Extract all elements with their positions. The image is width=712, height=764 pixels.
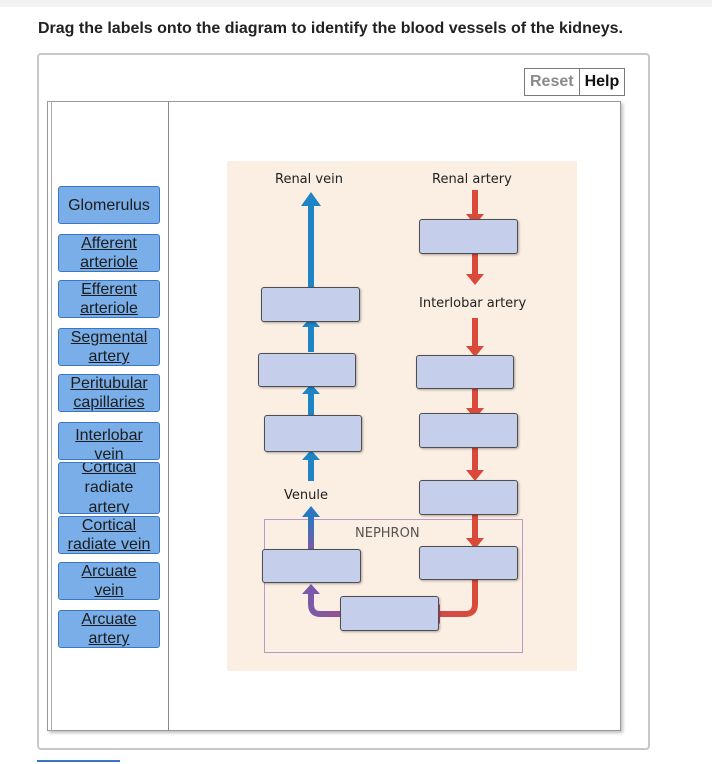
artery-segment <box>472 254 478 276</box>
label-interlobar-vein[interactable]: Interlobar vein <box>58 422 160 460</box>
drop-target-artery-3[interactable] <box>419 413 518 448</box>
label-cortical-radiate-artery[interactable]: Cortical radiate artery <box>58 462 160 514</box>
label-text: capillaries <box>73 394 145 411</box>
question-text: Drag the labels onto the diagram to iden… <box>38 20 623 37</box>
vein-segment <box>308 393 314 415</box>
toolbar: Reset Help <box>524 68 626 96</box>
nephron-text: NEPHRON <box>355 526 420 541</box>
label-text: arteriole <box>80 300 138 317</box>
label-text: artery <box>88 499 130 514</box>
artery-segment <box>472 388 478 412</box>
label-text: radiate vein <box>67 536 151 553</box>
workspace-edge <box>51 101 52 731</box>
drop-target-nephron-vein[interactable] <box>262 549 361 583</box>
drop-target-vein-2[interactable] <box>258 353 356 387</box>
label-text: arteriole <box>80 254 138 271</box>
vein-segment <box>308 459 314 481</box>
label-text: Cortical <box>81 517 137 534</box>
label-text: Peritubular <box>70 375 148 392</box>
vein-arrowhead <box>302 506 320 517</box>
label-text: Segmental <box>70 329 148 346</box>
reset-button[interactable]: Reset <box>524 68 580 96</box>
drop-target-vein-3[interactable] <box>264 415 362 452</box>
artery-segment <box>472 318 478 348</box>
artery-arrowhead <box>466 538 484 549</box>
venule-text: Venule <box>284 488 328 503</box>
label-text: Efferent <box>81 281 137 298</box>
interlobar-artery-text: Interlobar artery <box>419 296 527 311</box>
artery-arrowhead <box>466 470 484 481</box>
drop-target-nephron-artery[interactable] <box>419 546 518 580</box>
loop-arrowhead <box>302 584 320 594</box>
artery-segment <box>472 514 478 542</box>
label-text: vein <box>94 446 124 460</box>
drop-target-vein-1[interactable] <box>261 287 360 322</box>
label-text: vein <box>94 582 124 599</box>
vein-arrowhead <box>302 450 320 460</box>
renal-artery-text: Renal artery <box>432 172 512 187</box>
label-glomerulus[interactable]: Glomerulus <box>58 186 160 224</box>
drop-target-nephron-bottom[interactable] <box>340 596 439 631</box>
vein-arrowhead <box>301 192 321 206</box>
artery-arrowhead <box>466 346 484 357</box>
label-text: artery <box>88 348 130 365</box>
vein-arrowhead <box>302 317 320 327</box>
label-bank-divider <box>168 101 169 731</box>
top-strip <box>0 0 712 7</box>
drop-target-artery-1[interactable] <box>419 219 518 254</box>
help-button[interactable]: Help <box>579 68 626 96</box>
vein-segment <box>308 205 314 293</box>
artery-arrowhead <box>466 274 484 285</box>
label-cortical-radiate-vein[interactable]: Cortical radiate vein <box>58 516 160 554</box>
label-text: Interlobar <box>75 427 143 444</box>
renal-vein-text: Renal vein <box>275 172 343 187</box>
bottom-accent-line <box>37 760 120 762</box>
label-arcuate-artery[interactable]: Arcuate artery <box>58 610 160 648</box>
label-arcuate-vein[interactable]: Arcuate vein <box>58 562 160 600</box>
vein-segment <box>308 326 314 352</box>
vein-arrowhead <box>302 384 320 394</box>
label-afferent-arteriole[interactable]: Afferent arteriole <box>58 234 160 272</box>
vein-segment <box>308 516 314 550</box>
artery-segment <box>472 190 478 218</box>
label-text: Cortical <box>81 462 137 476</box>
nephron-box <box>264 519 523 653</box>
label-text: Afferent <box>81 235 137 252</box>
drop-target-artery-4[interactable] <box>419 480 518 515</box>
label-text: Glomerulus <box>68 196 150 214</box>
drop-target-artery-2[interactable] <box>416 355 514 389</box>
label-segmental-artery[interactable]: Segmental artery <box>58 328 160 366</box>
label-text: Arcuate <box>81 563 137 580</box>
label-text: radiate <box>84 479 134 496</box>
label-text: artery <box>88 630 130 647</box>
artery-segment <box>472 448 478 474</box>
label-efferent-arteriole[interactable]: Efferent arteriole <box>58 280 160 318</box>
label-peritubular-capillaries[interactable]: Peritubular capillaries <box>58 374 160 412</box>
label-text: Arcuate <box>81 611 137 628</box>
